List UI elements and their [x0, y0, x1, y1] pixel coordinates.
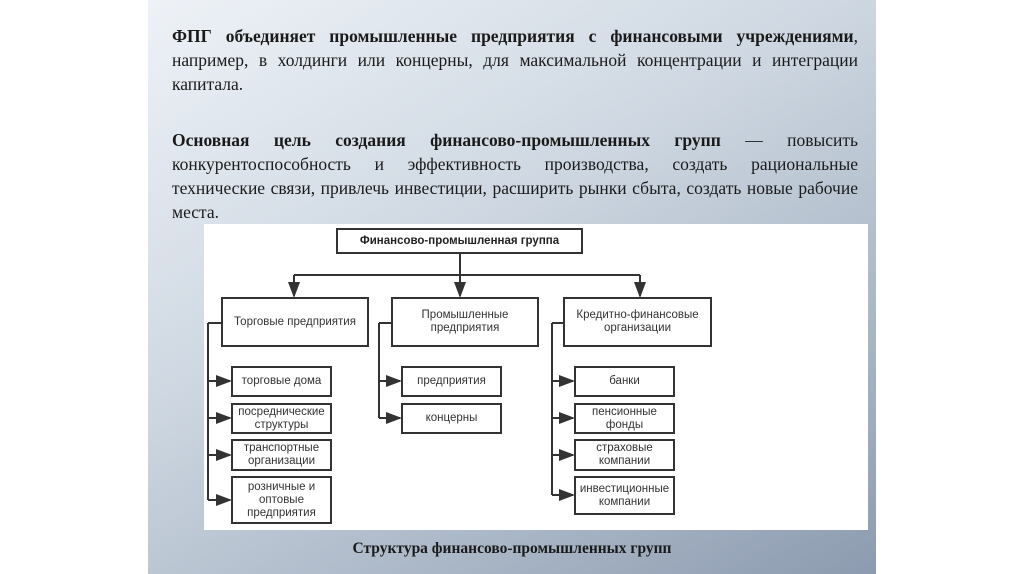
- child-box: розничные и оптовые предприятия: [231, 476, 332, 524]
- structure-diagram: Финансово-промышленная группа Торговые п…: [204, 224, 868, 530]
- paragraph1-text: , например, в холдинги или концерны, для…: [172, 26, 858, 94]
- child-box: предприятия: [401, 366, 502, 397]
- group-trade: Торговые предприятия: [221, 297, 369, 347]
- child-box: торговые дома: [231, 366, 332, 397]
- paragraph-fpg-definition: ФПГ объединяет промышленные предприятия …: [172, 24, 858, 96]
- paragraph2-text: — повысить конкурентоспособность и эффек…: [172, 130, 858, 222]
- root-box: Финансово-промышленная группа: [336, 228, 583, 254]
- paragraph1-bold: ФПГ объединяет промышленные предприятия …: [172, 26, 854, 46]
- child-box: инвестиционные компании: [574, 476, 675, 515]
- diagram-caption: Структура финансово-промышленных групп: [352, 540, 672, 557]
- child-box: транспортные организации: [231, 439, 332, 471]
- child-box: банки: [574, 366, 675, 397]
- child-box: пенсионные фонды: [574, 403, 675, 434]
- paragraph2-bold: Основная цель создания финансово-промышл…: [172, 130, 721, 150]
- child-box: посреднические структуры: [231, 403, 332, 434]
- child-box: концерны: [401, 403, 502, 434]
- group-industrial: Промышленные предприятия: [391, 297, 539, 347]
- paragraph-fpg-goal: Основная цель создания финансово-промышл…: [172, 128, 858, 224]
- connector-lines: [207, 253, 646, 506]
- child-box: страховые компании: [574, 439, 675, 471]
- group-credit-financial: Кредитно-финансовые организации: [563, 297, 712, 347]
